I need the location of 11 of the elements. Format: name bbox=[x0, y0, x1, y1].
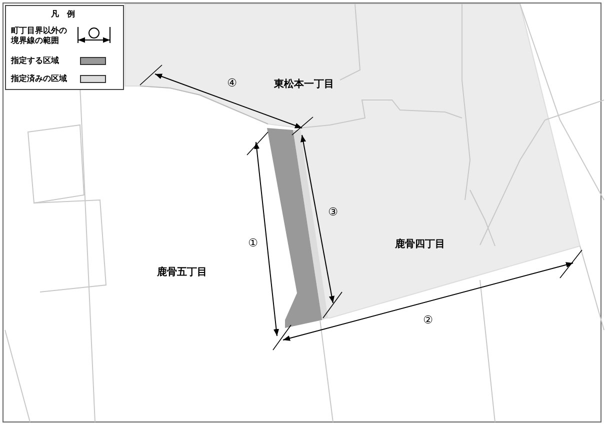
legend-text: 指定する区域 bbox=[11, 56, 60, 66]
dimension-number: ④ bbox=[227, 76, 237, 90]
dimension-number: ① bbox=[248, 236, 258, 250]
dimension-number: ② bbox=[423, 314, 433, 326]
district-label: 東松本一丁目 bbox=[274, 78, 334, 91]
legend-text: 指定済みの区域 bbox=[11, 74, 68, 84]
dimension-number: ③ bbox=[328, 206, 338, 218]
legend-text: 町丁目界以外の境界線の範囲 bbox=[11, 26, 68, 46]
district-label: 鹿骨五丁目 bbox=[157, 265, 207, 279]
district-label: 鹿骨四丁目 bbox=[395, 237, 445, 251]
legend-title: 凡 例 bbox=[51, 8, 75, 20]
